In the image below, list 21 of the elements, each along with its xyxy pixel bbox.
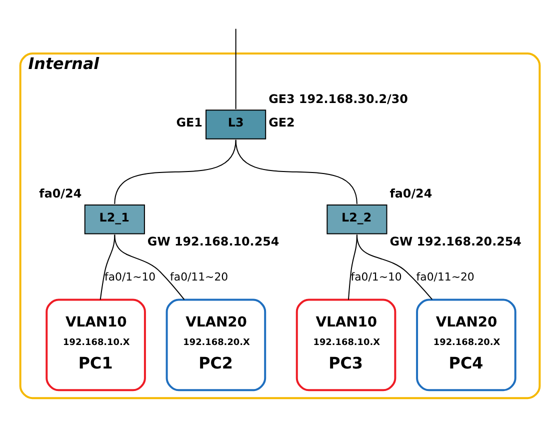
node-box: VLAN20 192.168.20.X PC2 xyxy=(166,298,266,392)
edge-label: fa0/11~20 xyxy=(416,270,474,284)
node-label: GE3 192.168.30.2/30 xyxy=(268,92,408,106)
node-label: GW 192.168.10.254 xyxy=(147,234,280,248)
node-label: GW 192.168.20.254 xyxy=(390,234,522,248)
edge-label: fa0/1~10 xyxy=(350,270,402,284)
node-box: VLAN20 192.168.20.X PC4 xyxy=(416,298,516,392)
node-label: fa0/24 xyxy=(39,186,82,201)
connector xyxy=(100,234,116,300)
node-label: fa0/24 xyxy=(390,186,432,201)
connector xyxy=(114,139,236,204)
connector xyxy=(235,28,236,110)
node-label: GE1 xyxy=(176,116,202,130)
connector xyxy=(235,139,358,204)
connector xyxy=(356,234,433,300)
edge-label: fa0/1~10 xyxy=(104,270,156,284)
node-box: VLAN10 192.168.10.X PC1 xyxy=(46,298,146,392)
edge-label: fa0/11~20 xyxy=(170,270,228,284)
node-label: GE2 xyxy=(268,116,295,130)
connector xyxy=(114,234,185,300)
node-box: VLAN10 192.168.10.X PC3 xyxy=(296,298,396,392)
